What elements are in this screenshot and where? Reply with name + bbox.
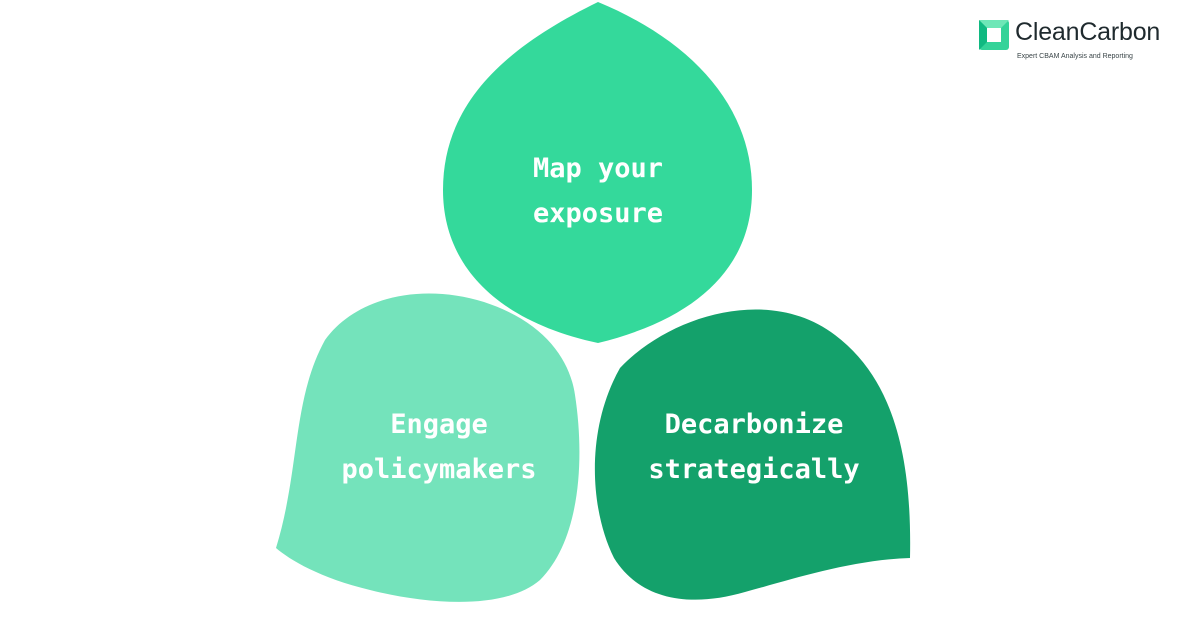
petal-engage-policymakers — [276, 293, 580, 602]
petal-decarbonize-strategically — [594, 309, 911, 600]
petal-decarbonize-label-line1: Decarbonize — [665, 409, 844, 440]
brand-name: CleanCarbon — [1015, 18, 1161, 46]
petal-engage-label-line1: Engage — [390, 409, 488, 440]
petal-map-exposure — [443, 2, 752, 343]
brand-tagline: Expert CBAM Analysis and Reporting — [1017, 53, 1133, 60]
brand-logo-block: CleanCarbon Expert CBAM Analysis and Rep… — [979, 18, 1184, 68]
clean-carbon-logo-icon — [979, 20, 1009, 50]
petal-map-label-line1: Map your — [533, 153, 663, 184]
petal-engage-label-line2: policymakers — [341, 454, 536, 485]
petal-decarbonize-label-line2: strategically — [648, 454, 859, 485]
petal-map-label-line2: exposure — [533, 198, 663, 229]
